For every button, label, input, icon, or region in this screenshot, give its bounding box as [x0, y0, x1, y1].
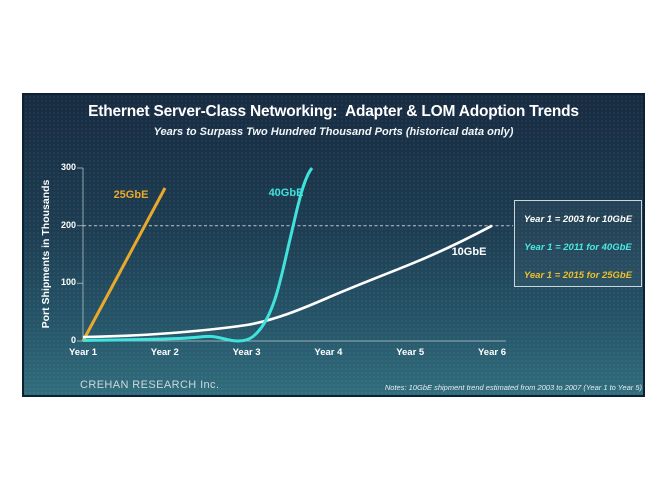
x-tick-label-year6: Year 6: [478, 347, 506, 358]
slide: Ethernet Server-Class Networking: Adapte…: [22, 93, 645, 397]
footnote: Notes: 10GbE shipment trend estimated fr…: [384, 383, 642, 392]
y-axis-title: Port Shipments in Thousands: [40, 179, 52, 329]
line-40gbe: [82, 167, 314, 343]
legend-line-25gbe: Year 1 = 2015 for 25GbE: [523, 270, 633, 281]
line-10gbe: [82, 224, 493, 339]
y-tick-marks: [77, 167, 83, 342]
series-label-25gbe: 25GbE: [113, 189, 149, 201]
legend-line-10gbe: Year 1 = 2003 for 10GbE: [523, 214, 633, 225]
y-tick-label-100: 100: [60, 277, 76, 288]
chart-plot: [77, 167, 513, 343]
x-tick-label-year4: Year 4: [314, 347, 343, 358]
line-25gbe: [81, 187, 167, 342]
series-label-10gbe: 10GbE: [451, 246, 487, 258]
y-tick-label-200: 200: [60, 219, 76, 230]
x-tick-label-year2: Year 2: [150, 347, 179, 358]
y-tick-label-0: 0: [70, 335, 76, 345]
x-tick-label-year3: Year 3: [232, 347, 261, 358]
slide-title: Ethernet Server-Class Networking: Adapte…: [88, 103, 579, 120]
slide-subtitle: Years to Surpass Two Hundred Thousand Po…: [153, 126, 514, 138]
legend-box: Year 1 = 2003 for 10GbE Year 1 = 2011 fo…: [514, 200, 642, 287]
x-tick-label-year5: Year 5: [396, 347, 425, 358]
company-credit: CREHAN RESEARCH Inc.: [80, 379, 220, 391]
series-label-40gbe: 40GbE: [268, 187, 304, 199]
legend-line-40gbe: Year 1 = 2011 for 40GbE: [524, 242, 632, 253]
x-tick-label-year1: Year 1: [69, 347, 97, 358]
y-tick-label-300: 300: [60, 162, 76, 172]
